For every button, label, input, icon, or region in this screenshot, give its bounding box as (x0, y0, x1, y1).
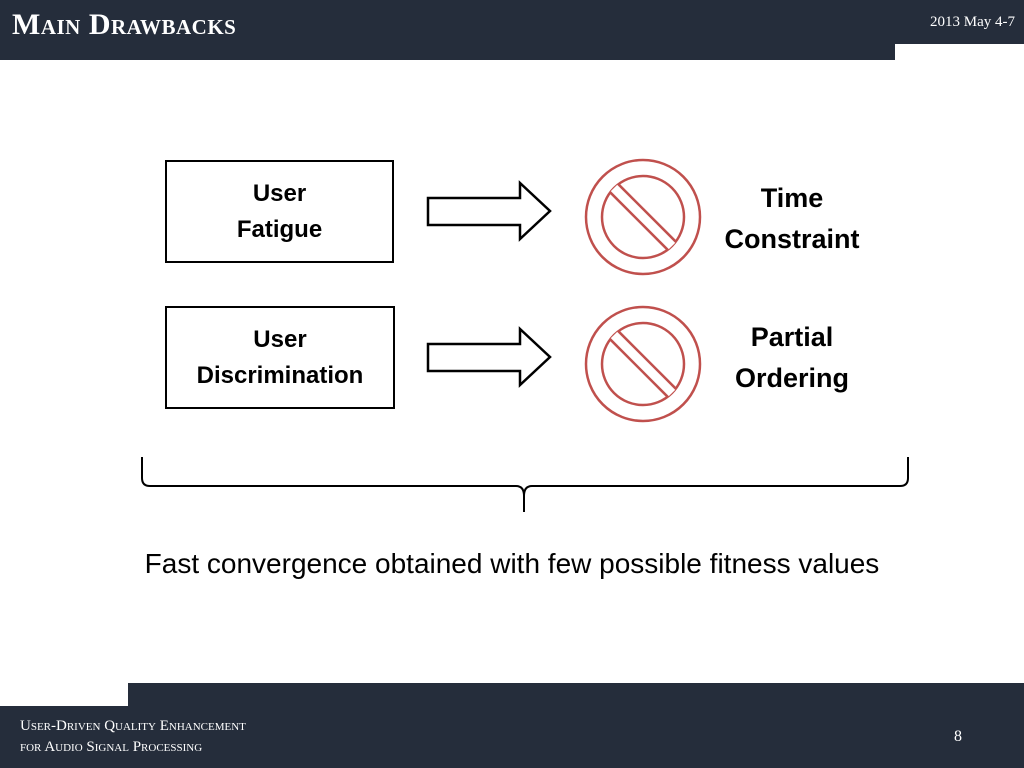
cause-label-line2: Discrimination (196, 361, 364, 389)
effect-partial-ordering: Partial Ordering (712, 317, 872, 399)
cause-box-user-discrimination: User Discrimination (165, 306, 395, 409)
title-bar-notch (895, 44, 1024, 60)
slide-date: 2013 May 4-7 (930, 14, 1015, 30)
summary-text: Fast convergence obtained with few possi… (144, 548, 880, 579)
prohibited-icon (584, 158, 702, 276)
effect-label-line1: Time (760, 183, 824, 213)
cause-label-line1: User (252, 179, 307, 207)
effect-label-line2: Constraint (724, 224, 860, 254)
footer-bar (0, 683, 1024, 768)
slide-title: Main Drawbacks (12, 8, 237, 41)
right-arrow-icon (426, 326, 552, 388)
title-bar (0, 0, 1024, 60)
effect-label-line2: Ordering (734, 363, 849, 393)
footer-line2: for Audio Signal Processing (20, 739, 203, 755)
right-arrow-icon (426, 180, 552, 242)
effect-label-line1: Partial (750, 322, 834, 352)
footer-presentation-title: User-Driven Quality Enhancement for Audi… (20, 716, 246, 758)
page-number: 8 (954, 728, 962, 745)
cause-box-user-fatigue: User Fatigue (165, 160, 394, 263)
cause-label-line1: User (253, 325, 307, 353)
footer-line1: User-Driven Quality Enhancement (20, 718, 246, 734)
prohibited-icon (584, 305, 702, 423)
effect-time-constraint: Time Constraint (712, 178, 872, 260)
curly-brace-icon (141, 457, 909, 512)
cause-label-line2: Fatigue (236, 215, 323, 243)
footer-bar-notch (0, 683, 128, 706)
